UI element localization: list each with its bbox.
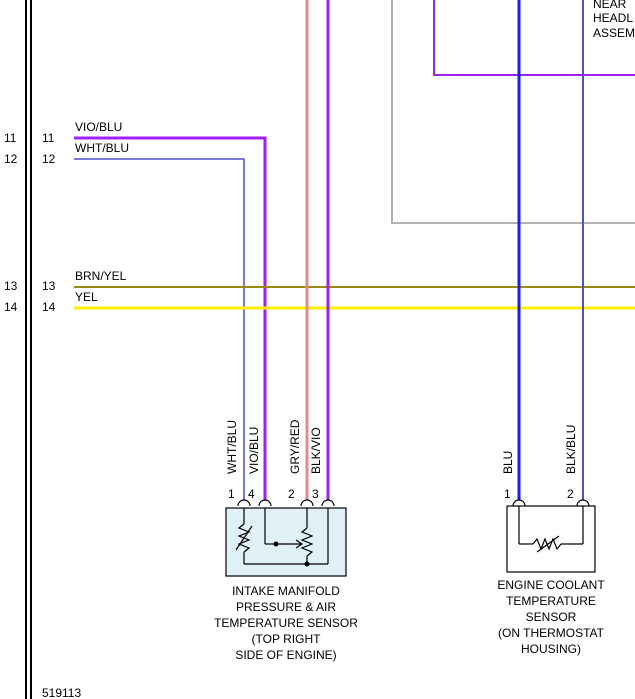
map-terminals [237, 499, 335, 507]
top-right-label-3: ASSEM [593, 26, 635, 40]
map-caption-line-5: SIDE OF ENGINE) [235, 648, 336, 662]
ect-caption-line-1: ENGINE COOLANT [497, 578, 605, 592]
violet-box-outline [433, 0, 635, 76]
map-junction-1 [273, 541, 279, 547]
map-caption-line-4: (TOP RIGHT [252, 632, 322, 646]
map-caption-line-3: TEMPERATURE SENSOR [214, 616, 358, 630]
pin-outer-12: 12 [4, 152, 18, 166]
pin-outer-11: 11 [4, 131, 17, 145]
vlabel-gry-red: GRY/RED [288, 419, 302, 474]
vlabel-blk-blu: BLK/BLU [564, 425, 578, 474]
wire-label-vio-blu: VIO/BLU [75, 120, 122, 134]
ect-caption: ENGINE COOLANT TEMPERATURE SENSOR (ON TH… [497, 578, 605, 656]
ect-sensor-box [506, 505, 596, 573]
ect-sensor-internals [518, 506, 584, 553]
ect-caption-line-3: SENSOR [526, 610, 577, 624]
map-sensor-internals [235, 508, 329, 565]
map-pin-4: 4 [248, 487, 255, 501]
ect-caption-line-2: TEMPERATURE [506, 594, 596, 608]
map-pin-3: 3 [312, 487, 319, 501]
ect-caption-line-5: HOUSING) [521, 642, 581, 656]
ect-terminals [512, 499, 590, 507]
pin-inner-11: 11 [42, 131, 55, 145]
vlabel-blk-vio: BLK/VIO [309, 427, 323, 474]
wire-vio-blu [74, 136, 267, 500]
vlabel-vio-blu: VIO/BLU [247, 427, 261, 474]
map-caption: INTAKE MANIFOLD PRESSURE & AIR TEMPERATU… [214, 584, 358, 662]
ect-caption-line-4: (ON THERMOSTAT [498, 626, 605, 640]
vlabel-wht-blu: WHT/BLU [225, 420, 239, 474]
pin-outer-14: 14 [4, 300, 18, 314]
wire-label-yel: YEL [75, 290, 98, 304]
pin-inner-12: 12 [42, 152, 56, 166]
wire-label-brn-yel: BRN/YEL [75, 269, 127, 283]
ect-pin-1: 1 [504, 487, 511, 501]
pin-inner-14: 14 [42, 300, 56, 314]
map-sensor-box [225, 507, 347, 577]
map-pin-1: 1 [228, 487, 235, 501]
map-caption-line-1: INTAKE MANIFOLD [232, 584, 340, 598]
map-pin-2: 2 [288, 487, 295, 501]
map-junction-2 [304, 561, 310, 567]
ect-pin-2: 2 [567, 487, 574, 501]
diagram-id: 519113 [42, 686, 81, 699]
pin-outer-13: 13 [4, 279, 18, 293]
wire-wht-blu [74, 158, 245, 500]
pin-inner-13: 13 [42, 279, 56, 293]
wire-label-wht-blu: WHT/BLU [75, 141, 129, 155]
top-right-label-2: HEADL [593, 11, 633, 25]
top-right-label-1: NEAR [593, 0, 627, 11]
gray-box-outline [391, 0, 635, 224]
map-caption-line-2: PRESSURE & AIR [236, 600, 336, 614]
vlabel-blu: BLU [501, 451, 515, 474]
